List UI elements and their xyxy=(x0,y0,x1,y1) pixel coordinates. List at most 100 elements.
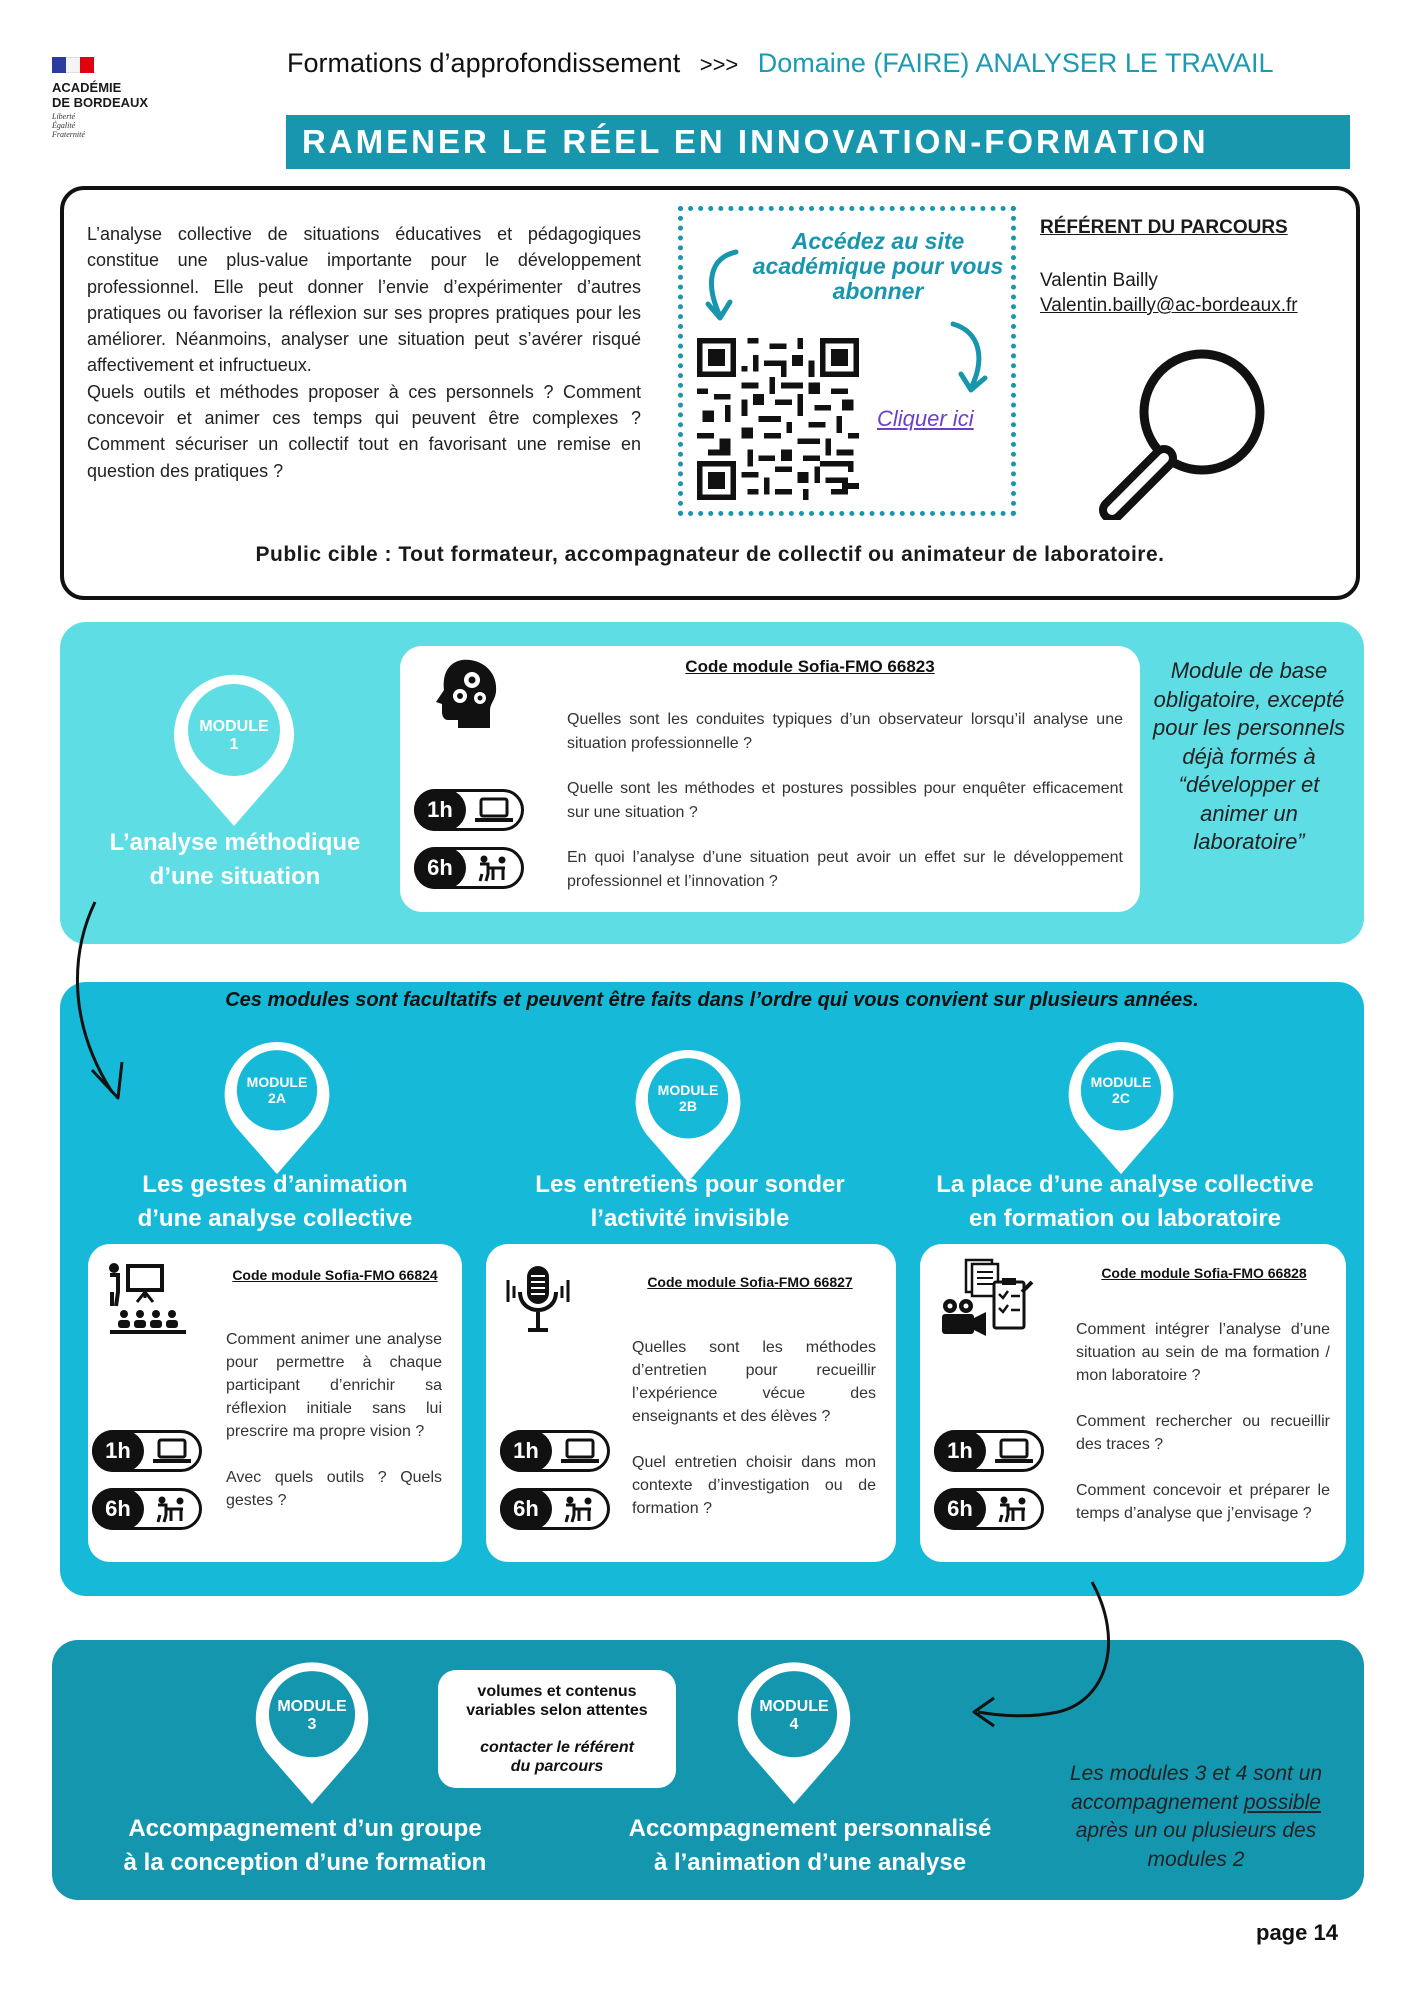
duration-presential-badge: 6h xyxy=(934,1488,1044,1530)
module2b-title: Les entretiens pour sonder l’activité in… xyxy=(490,1168,890,1236)
domain-label: Domaine (FAIRE) ANALYSER LE TRAVAIL xyxy=(757,48,1274,78)
modules-3-4-note: Les modules 3 et 4 sont un accompagnemen… xyxy=(1060,1760,1332,1874)
note-text: après un ou plusieurs des modules 2 xyxy=(1075,1819,1317,1871)
intro-paragraph: L’analyse collective de situations éduca… xyxy=(87,224,641,376)
academy-name-line1: ACADÉMIE xyxy=(52,80,122,95)
subscribe-link[interactable]: Cliquer ici xyxy=(877,406,974,431)
intro-questions: Quels outils et méthodes proposer à ces … xyxy=(87,381,641,481)
module2b-title-line2: l’activité invisible xyxy=(590,1205,790,1232)
duration-online-badge: 1h xyxy=(500,1430,610,1472)
referent-email-link[interactable]: Valentin.bailly@ac-bordeaux.fr xyxy=(1040,295,1298,316)
duration-value: 6h xyxy=(500,1488,552,1530)
optional-modules-header: Ces modules sont facultatifs et peuvent … xyxy=(225,989,1199,1011)
qr-title: Accédez au site académique pour vous abo… xyxy=(752,228,1004,304)
duration-value: 6h xyxy=(414,847,466,889)
module2c-title-line1: La place d’une analyse collective xyxy=(936,1171,1314,1198)
map-pin-icon xyxy=(224,1042,330,1175)
module1-code: Code module Sofia-FMO 66823 xyxy=(685,657,935,676)
laptop-icon xyxy=(475,797,513,822)
module2c-pin-label: MODULE 2C xyxy=(1066,1074,1176,1106)
duration-presential-badge: 6h xyxy=(500,1488,610,1530)
microphone-icon xyxy=(506,1266,570,1332)
module2c-question: Comment intégrer l’analyse d’une situati… xyxy=(1076,1321,1330,1384)
magnifier-icon xyxy=(1099,349,1265,520)
pin-label-line: MODULE xyxy=(759,1698,829,1715)
qr-code-icon[interactable] xyxy=(697,338,859,500)
module1-question: Quelle sont les méthodes et postures pos… xyxy=(567,780,1123,821)
module2b-question: Quelles sont les méthodes d’entretien po… xyxy=(632,1339,876,1425)
laptop-icon xyxy=(561,1438,599,1463)
module2a-title-line2: d’une analyse collective xyxy=(137,1205,413,1232)
pin-label-number: 4 xyxy=(789,1716,799,1733)
marianne-logo-icon xyxy=(52,57,94,73)
module1-title-line1: L’analyse méthodique xyxy=(109,829,361,856)
module3-pin-label: MODULE 3 xyxy=(253,1698,371,1734)
motto-liberte: Liberté xyxy=(52,112,76,121)
pin-label-line: MODULE xyxy=(199,718,269,735)
duration-value: 6h xyxy=(934,1488,986,1530)
page-number: page 14 xyxy=(1256,1920,1338,1945)
curved-arrow-down-icon xyxy=(950,321,988,393)
documents-camera-checklist-icon xyxy=(942,1258,1034,1336)
duration-presential-badge: 6h xyxy=(92,1488,202,1530)
map-pin-icon xyxy=(737,1662,851,1805)
module2a-question: Avec quels outils ? Quels gestes ? xyxy=(226,1469,442,1509)
motto-egalite: Égalité xyxy=(52,121,76,130)
map-pin-icon xyxy=(255,1662,369,1805)
duration-presential-badge: 6h xyxy=(414,847,524,889)
note-emphasis: possible xyxy=(1243,1790,1321,1814)
pin-label-number: 2A xyxy=(268,1090,286,1106)
module4-pin-label: MODULE 4 xyxy=(735,1698,853,1734)
duration-value: 6h xyxy=(92,1488,144,1530)
pin-label-number: 1 xyxy=(229,736,239,753)
note-text: Les modules 3 et 4 sont un accompagnemen… xyxy=(1069,1762,1323,1814)
breadcrumb-separator: >>> xyxy=(699,52,739,77)
module2a-code: Code module Sofia-FMO 66824 xyxy=(232,1267,438,1283)
module3-title-line2: à la conception d’une formation xyxy=(123,1849,487,1876)
laptop-icon xyxy=(995,1438,1033,1463)
module4-title-line1: Accompagnement personnalisé xyxy=(628,1815,992,1842)
motto-fraternite: Fraternité xyxy=(52,130,85,139)
duration-online-badge: 1h xyxy=(92,1430,202,1472)
academy-motto: Liberté Égalité Fraternité xyxy=(52,112,85,139)
module2a-pin-label: MODULE 2A xyxy=(222,1074,332,1106)
module3-info-note: volumes et contenus variables selon atte… xyxy=(438,1670,676,1788)
pin-label-line: MODULE xyxy=(246,1074,308,1090)
module2c-title: La place d’une analyse collective en for… xyxy=(910,1168,1340,1236)
duration-online-badge: 1h xyxy=(934,1430,1044,1472)
pin-label-number: 2B xyxy=(679,1098,697,1114)
module2a-questions: Comment animer une analyse pour permettr… xyxy=(226,1328,442,1512)
header-breadcrumb: Formations d’approfondissement >>> Domai… xyxy=(287,46,1273,82)
module1-question: Quelles sont les conduites typiques d’un… xyxy=(567,711,1123,752)
duration-value: 1h xyxy=(414,789,466,831)
pin-label-number: 3 xyxy=(307,1716,317,1733)
map-pin-icon xyxy=(174,674,294,826)
note-line: variables selon attentes xyxy=(466,1702,648,1719)
module1-questions: Quelles sont les conduites typiques d’un… xyxy=(567,708,1123,893)
module2b-questions: Quelles sont les méthodes d’entretien po… xyxy=(632,1336,876,1520)
map-pin-icon xyxy=(1068,1042,1174,1175)
module2b-code: Code module Sofia-FMO 66827 xyxy=(647,1274,853,1290)
pin-label-line: MODULE xyxy=(277,1698,347,1715)
note-line: du parcours xyxy=(510,1758,604,1775)
module4-title: Accompagnement personnalisé à l’animatio… xyxy=(600,1812,1020,1880)
module3-title-line1: Accompagnement d’un groupe xyxy=(128,1815,482,1842)
page-title: RAMENER LE RÉEL EN INNOVATION-FORMATION xyxy=(286,115,1350,169)
module2a-question: Comment animer une analyse pour permettr… xyxy=(226,1331,442,1440)
pin-label-line: MODULE xyxy=(657,1082,719,1098)
referent-name: Valentin Bailly xyxy=(1040,270,1158,291)
module4-title-line2: à l’animation d’une analyse xyxy=(653,1849,967,1876)
intro-text: L’analyse collective de situations éduca… xyxy=(87,221,641,484)
note-line: volumes et contenus xyxy=(477,1683,637,1700)
module1-title: L’analyse méthodique d’une situation xyxy=(90,826,380,894)
academy-name-line2: DE BORDEAUX xyxy=(52,95,149,110)
module2a-title: Les gestes d’animation d’une analyse col… xyxy=(90,1168,460,1236)
module2c-code: Code module Sofia-FMO 66828 xyxy=(1101,1265,1307,1281)
map-pin-icon xyxy=(635,1050,741,1183)
pin-label-number: 2C xyxy=(1112,1090,1130,1106)
classroom-icon xyxy=(156,1496,184,1523)
module2c-question: Comment rechercher ou recueillir des tra… xyxy=(1076,1413,1330,1453)
module2b-pin-label: MODULE 2B xyxy=(633,1082,743,1114)
module2b-title-line1: Les entretiens pour sonder xyxy=(535,1171,845,1198)
intro-box xyxy=(60,186,1360,600)
